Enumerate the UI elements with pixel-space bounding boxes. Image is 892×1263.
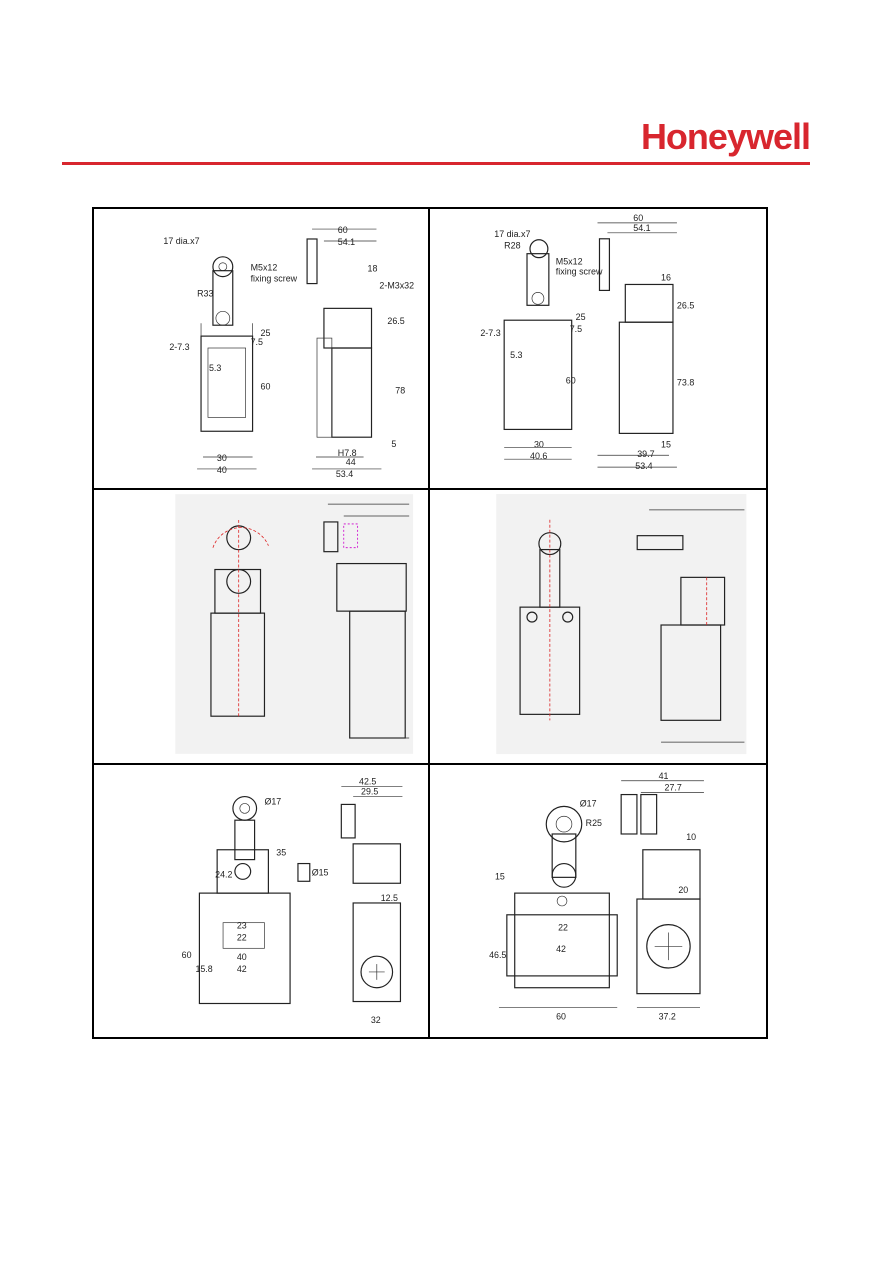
dim-label: 30 — [217, 453, 227, 463]
dim-label: fixing screw — [251, 274, 298, 284]
dim-label: 40 — [217, 465, 227, 475]
dim-label: 7.5 — [570, 324, 582, 334]
drawing-cell-4 — [430, 490, 766, 765]
dim-label: 60 — [566, 376, 576, 386]
dim-label: Ø15 — [312, 867, 329, 877]
drawing-6-svg: Ø17 R25 15 22 42 46.5 60 41 27.7 10 20 3… — [489, 771, 704, 1021]
dim-label: 26.5 — [387, 316, 404, 326]
dim-label: 10 — [686, 832, 696, 842]
dim-label: 78 — [395, 386, 405, 396]
dim-label: H7.8 — [338, 448, 357, 458]
drawing-cell-3 — [94, 490, 430, 765]
dim-label: 35 — [276, 848, 286, 858]
header-rule — [62, 162, 810, 165]
drawing-3-svg — [175, 494, 414, 754]
dim-label: 60 — [261, 382, 271, 392]
dim-label: M5x12 — [556, 257, 583, 267]
drawing-1-svg: 17 dia.x7 M5x12 fixing screw R33 25 7.5 … — [163, 225, 414, 479]
dim-label: 30 — [534, 439, 544, 449]
dim-label: 44 — [346, 457, 356, 467]
dim-label: 26.5 — [677, 300, 694, 310]
dim-label: 29.5 — [361, 787, 378, 797]
dim-label: 53.4 — [635, 461, 652, 471]
dim-label: 5.3 — [510, 350, 522, 360]
dim-label: 2-7.3 — [169, 342, 189, 352]
dim-label: 37.2 — [659, 1011, 676, 1021]
dim-label: 23 — [237, 921, 247, 931]
dim-label: 20 — [678, 885, 688, 895]
dim-label: 22 — [558, 923, 568, 933]
drawing-grid: 17 dia.x7 M5x12 fixing screw R33 25 7.5 … — [92, 207, 768, 1039]
dim-label: 17 dia.x7 — [163, 236, 199, 246]
drawing-cell-6: Ø17 R25 15 22 42 46.5 60 41 27.7 10 20 3… — [430, 765, 766, 1037]
dim-label: 40.6 — [530, 451, 547, 461]
drawing-cell-5: Ø17 35 Ø15 24.2 23 22 40 42 60 15.8 42.5… — [94, 765, 430, 1037]
drawing-cell-2: 17 dia.x7 R28 M5x12 fixing screw 25 7.5 … — [430, 209, 766, 490]
dim-label: 54.1 — [633, 223, 650, 233]
dim-label: 22 — [237, 932, 247, 942]
dim-label: 2-7.3 — [480, 328, 500, 338]
dim-label: 46.5 — [489, 950, 506, 960]
dim-label: 24.2 — [215, 869, 232, 879]
dim-label: 32 — [371, 1015, 381, 1025]
dim-label: 60 — [556, 1011, 566, 1021]
dim-label: 27.7 — [665, 783, 682, 793]
dim-label: 41 — [659, 771, 669, 781]
drawing-4-svg — [496, 493, 747, 755]
dim-label: R25 — [586, 818, 602, 828]
dim-label: 12.5 — [381, 893, 398, 903]
dim-label: 2-M3x32 — [379, 281, 414, 291]
dim-label: 5.3 — [209, 363, 221, 373]
dim-label: 15 — [495, 871, 505, 881]
dim-label: 60 — [338, 225, 348, 235]
dim-label: 42 — [237, 964, 247, 974]
honeywell-logo: Honeywell — [640, 116, 811, 157]
dim-label: 40 — [237, 952, 247, 962]
dim-label: 5 — [391, 439, 396, 449]
dim-label: 18 — [368, 264, 378, 274]
dim-label: 53.4 — [336, 469, 353, 479]
dim-label: R28 — [504, 241, 520, 251]
dim-label: 25 — [261, 328, 271, 338]
drawing-cell-1: 17 dia.x7 M5x12 fixing screw R33 25 7.5 … — [94, 209, 430, 490]
dim-label: 15 — [661, 439, 671, 449]
dim-label: 16 — [661, 272, 671, 282]
dim-label: 60 — [182, 950, 192, 960]
dim-label: 60 — [633, 213, 643, 223]
dim-label: fixing screw — [556, 267, 603, 277]
dim-label: M5x12 — [251, 263, 278, 273]
dim-label: 39.7 — [637, 449, 654, 459]
dim-label: 73.8 — [677, 378, 694, 388]
dim-label: 25 — [576, 312, 586, 322]
dim-label: R33 — [197, 288, 213, 298]
dim-label: 54.1 — [338, 237, 355, 247]
dim-label: Ø17 — [264, 796, 281, 806]
dim-label: 42 — [556, 944, 566, 954]
dim-label: 7.5 — [251, 337, 263, 347]
drawing-2-svg: 17 dia.x7 R28 M5x12 fixing screw 25 7.5 … — [480, 213, 694, 471]
dim-label: 17 dia.x7 — [494, 229, 530, 239]
dim-label: Ø17 — [580, 798, 597, 808]
dim-label: 42.5 — [359, 777, 376, 787]
dim-label: 15.8 — [195, 964, 212, 974]
drawing-5-svg: Ø17 35 Ø15 24.2 23 22 40 42 60 15.8 42.5… — [182, 777, 403, 1025]
